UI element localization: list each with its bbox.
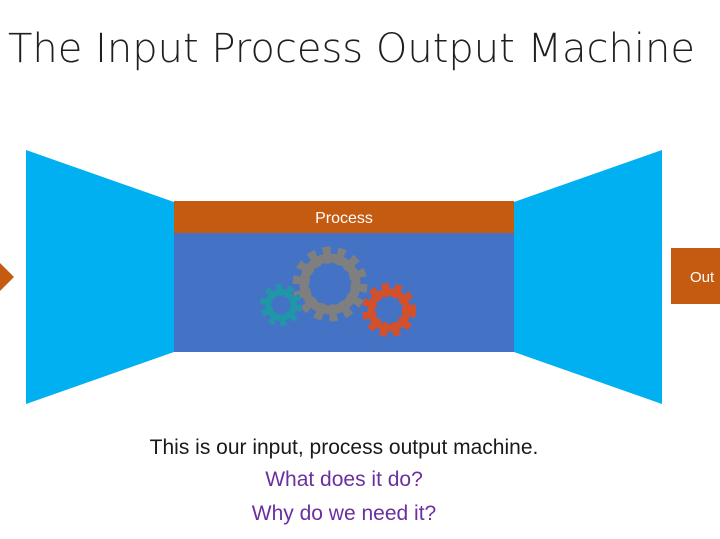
caption-statement: This is our input, process output machin… <box>149 436 539 459</box>
caption-question-2: Why do we need it? <box>251 502 437 525</box>
input-arrow-icon <box>0 263 14 291</box>
process-label: Process <box>315 210 373 227</box>
process-header <box>174 201 514 233</box>
output-box <box>671 248 720 304</box>
right-funnel <box>514 150 662 404</box>
medium-gear-icon <box>362 283 416 337</box>
left-funnel <box>26 150 174 404</box>
large-gear-icon <box>292 246 368 322</box>
small-gear-icon <box>260 284 302 326</box>
output-label: Out <box>690 269 715 286</box>
caption-question-1: What does it do? <box>265 468 423 491</box>
slide-title: The Input Process Output Machine <box>8 26 695 72</box>
